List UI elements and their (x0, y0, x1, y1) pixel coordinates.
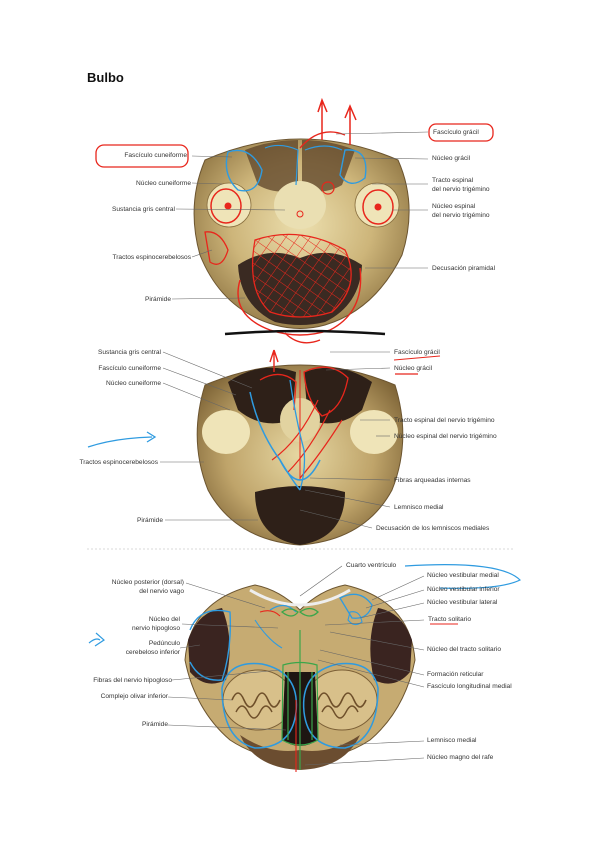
figure-3-section (88, 564, 522, 772)
annotation-circle (428, 123, 494, 142)
label-tracto-solitario: Tracto solitario (428, 616, 471, 623)
label-nucleo-posterior-2: del nervio vago (139, 588, 184, 595)
label-fibras-hipogloso: Fibras del nervio hipogloso (93, 677, 172, 684)
label-lemnisco-medial: Lemnisco medial (394, 504, 444, 511)
label-decusacion-lemniscos: Decusación de los lemniscos mediales (376, 525, 490, 532)
annotation-underline (393, 355, 441, 361)
label-cuarto-ventriculo: Cuarto ventrículo (346, 562, 397, 569)
label-nucleo-posterior: Núcleo posterior (dorsal) (111, 579, 184, 586)
label-piramide: Pirámide (144, 296, 171, 303)
label-piramide: Pirámide (141, 721, 168, 728)
label-complejo-olivar: Complejo olivar inferior (100, 693, 168, 700)
label-nucleo-espinal: Núcleo espinal del nervio trigémino (394, 433, 497, 440)
label-nucleo-gracil: Núcleo grácil (432, 155, 471, 162)
label-nucleo-gracil: Núcleo grácil (394, 365, 433, 372)
label-vestibular-medial: Núcleo vestibular medial (427, 572, 499, 579)
label-nucleo-hipogloso: Núcleo del (148, 616, 180, 623)
label-piramide: Pirámide (136, 517, 163, 524)
label-nucleo-tracto-solitario: Núcleo del tracto solitario (427, 646, 502, 653)
page-title: Bulbo (87, 70, 124, 85)
figure-1-section (171, 97, 429, 344)
label-nucleo-cuneiforme: Núcleo cuneiforme (136, 180, 191, 187)
label-vestibular-lateral: Núcleo vestibular lateral (427, 599, 498, 606)
label-fasciculo-cuneiforme: Fascículo cuneiforme (124, 152, 187, 159)
label-fasciculo-longitudinal: Fascículo longitudinal medial (427, 683, 512, 690)
label-pedunculo-2: cerebeloso inferior (125, 649, 180, 656)
label-vestibular-inferior: Núcleo vestibular inferior (427, 586, 500, 593)
label-nucleo-espinal: Núcleo espinal (432, 203, 476, 210)
label-tracto-espinal: Tracto espinal del nervio trigémino (394, 417, 495, 424)
label-nucleo-espinal-2: del nervio trigémino (432, 212, 490, 219)
label-fasciculo-gracil: Fascículo grácil (433, 129, 479, 136)
label-fasciculo-gracil: Fascículo grácil (394, 349, 440, 356)
label-nucleo-hipogloso-2: nervio hipogloso (131, 625, 180, 632)
figure-2-section (87, 349, 404, 546)
label-tracto-espinal-2: del nervio trigémino (432, 186, 490, 193)
label-formacion-reticular: Formación reticular (427, 671, 484, 678)
label-tracto-espinal: Tracto espinal (432, 177, 474, 184)
annotation-circle (95, 144, 189, 168)
label-nucleo-cuneiforme: Núcleo cuneiforme (106, 380, 161, 387)
label-tractos-espinocerebelosos: Tractos espinocerebelosos (79, 459, 158, 466)
label-sustancia-gris-central: Sustancia gris central (111, 206, 175, 213)
label-tractos-espinocerebelosos: Tractos espinocerebelosos (112, 254, 191, 261)
label-nucleo-magno-rafe: Núcleo magno del rafe (427, 754, 494, 761)
label-fasciculo-cuneiforme: Fascículo cuneiforme (98, 365, 161, 372)
label-pedunculo: Pedúnculo (148, 640, 180, 647)
label-sustancia-gris-central: Sustancia gris central (97, 349, 161, 356)
label-lemnisco-medial: Lemnisco medial (427, 737, 477, 744)
label-decusacion-piramidal: Decusación piramidal (432, 265, 496, 272)
label-fibras-arqueadas: Fibras arqueadas internas (394, 477, 471, 484)
